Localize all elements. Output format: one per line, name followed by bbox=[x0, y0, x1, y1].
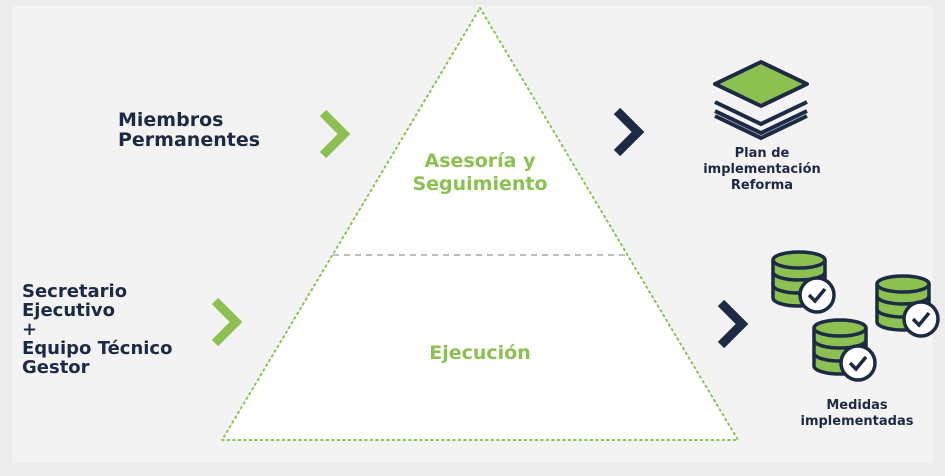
layers-icon bbox=[713, 60, 809, 140]
label-secretario-equipo: Secretario Ejecutivo + Equipo Técnico Ge… bbox=[22, 281, 173, 378]
chevron-right-icon bbox=[613, 107, 645, 157]
database-check-icon bbox=[875, 274, 940, 338]
chevron-right-icon bbox=[211, 297, 243, 347]
chevron-right-icon bbox=[319, 109, 351, 159]
pyramid-top-label: Asesoría y Seguimiento bbox=[412, 150, 548, 195]
pyramid-bottom-label: Ejecución bbox=[429, 342, 531, 364]
database-check-icon bbox=[812, 318, 877, 382]
chevron-right-icon bbox=[717, 299, 749, 349]
label-miembros-permanentes: Miembros Permanentes bbox=[118, 109, 261, 151]
label-plan-implementacion: Plan de implementación Reforma bbox=[703, 146, 821, 193]
label-medidas-implementadas: Medidas implementadas bbox=[800, 398, 914, 429]
database-check-icon bbox=[771, 250, 836, 314]
